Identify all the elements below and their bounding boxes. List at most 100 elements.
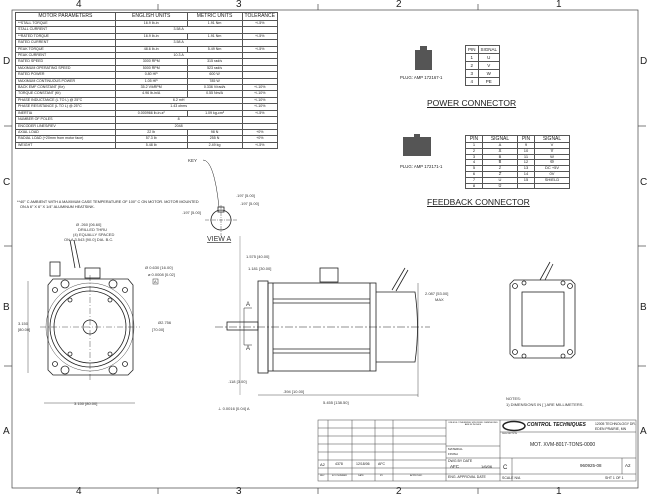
power-connector-title: POWER CONNECTOR xyxy=(427,98,517,108)
tolerance-value: +/-10% xyxy=(241,96,279,105)
param-name: STALL CURRENT xyxy=(15,26,116,34)
zone-row-c-left: C xyxy=(3,177,11,188)
zone-row-d-right: D xyxy=(640,56,648,67)
tolerance-value: +0% xyxy=(241,135,279,143)
description-header: DESCRIPTION xyxy=(502,433,517,435)
param-name: MAXIMUM CONTINUOUS POWER xyxy=(15,77,116,86)
dim-2087: 2.087 [53.00] xyxy=(425,291,448,296)
param-name: RADIAL LOAD (+20mm from motor face) xyxy=(15,135,116,143)
header-tolerance: TOLERANCE xyxy=(241,12,279,21)
zone-row-a-left: A xyxy=(3,426,10,437)
table-row: RADIAL LOAD (+20mm from motor face)57.3 … xyxy=(15,135,279,143)
zone-col-1-top: 1 xyxy=(556,0,562,10)
side-view xyxy=(215,236,430,397)
zone-row-b-right: B xyxy=(640,302,647,313)
pin-cell xyxy=(517,182,535,190)
size-value: C xyxy=(503,465,508,471)
rear-view xyxy=(509,261,576,359)
signal-cell: V̅ xyxy=(534,147,570,155)
english-value: 5.48 lb xyxy=(114,141,188,150)
company-address-2: EDEN PRAIRIE, MN xyxy=(595,426,627,431)
signal-cell: U xyxy=(477,53,501,62)
zone-col-2-top: 2 xyxy=(396,0,402,10)
revision: A2 xyxy=(625,463,631,468)
section-a-bottom: A xyxy=(246,346,250,352)
tolerance-value: +0% xyxy=(241,128,279,137)
view-a-label: VIEW A xyxy=(207,236,231,243)
dim-394: .394 [10.00] xyxy=(283,389,304,394)
pin-header: PIN xyxy=(465,45,479,54)
signal-cell: V xyxy=(477,61,501,70)
zone-col-3-bottom: 3 xyxy=(236,486,242,497)
zone-row-a-right: A xyxy=(640,426,647,437)
zone-row-b-left: B xyxy=(3,302,10,313)
pin-cell: 4 xyxy=(465,77,479,86)
dim-118: .118 [3.00] xyxy=(228,379,247,384)
tolerance-value: +/-10% xyxy=(241,90,279,98)
by-value: AFC xyxy=(378,462,385,466)
signal-cell xyxy=(534,182,570,190)
pin-cell: 1 xyxy=(465,53,479,62)
by-header: BY xyxy=(380,475,383,477)
holes-note-3: (4) EQUALLY SPACED xyxy=(73,232,114,237)
tolerance-value xyxy=(241,51,279,60)
date-header: DATE xyxy=(358,475,364,477)
holes-note-4: ON A 3.543 [90.0] DIA. B.C. xyxy=(64,237,113,242)
feedback-plug-icon xyxy=(403,134,431,156)
param-name: AXIAL LOAD xyxy=(15,128,116,137)
param-name: **RATED TORQUE xyxy=(15,32,116,41)
drawn-label: DWG BY DATE xyxy=(448,459,473,463)
header-param: MOTOR PARAMETERS xyxy=(15,12,116,21)
dim-1575: 1.575 [40.00] xyxy=(246,254,269,259)
metric-value: 2.49 kg xyxy=(186,141,243,150)
pin-cell: 2 xyxy=(465,61,479,70)
drawn-date: 1/6/06 xyxy=(481,464,493,469)
zone-col-3-top: 3 xyxy=(236,0,242,10)
tolerance-value: +/-10% xyxy=(241,84,279,92)
header-metric: METRIC UNITS xyxy=(186,12,243,21)
signal-cell: SHIELD xyxy=(534,176,570,184)
note-1: 1) DIMENSIONS IN [ ] ARE MILLIMETERS. xyxy=(506,402,584,407)
signal-cell: PE xyxy=(477,77,501,86)
signal-cell: V xyxy=(534,142,570,149)
signal-header: SIGNAL xyxy=(482,135,518,143)
dim-1181: 1.181 [30.00] xyxy=(248,266,271,271)
section-a-top: A xyxy=(246,302,250,308)
param-name: MAXIMUM OPERATING SPEED xyxy=(15,64,116,73)
sheet-border xyxy=(11,9,639,489)
table-note-1: **40° C AMBIENT WITH A MAXIMUM CASE TEMP… xyxy=(17,200,199,204)
rev-header: REV xyxy=(320,475,325,477)
dim-height: 3.150 xyxy=(18,321,29,326)
feedback-plug-label: PLUG: AMP 172171-1 xyxy=(400,164,443,169)
finish-label: FINISH xyxy=(448,452,458,456)
eco-header: ECO NUMBER xyxy=(332,475,347,477)
holes-note-2: DRILLED THRU xyxy=(78,227,107,232)
dim-runout: ⌀ 0.0008 [0.02] xyxy=(148,272,175,277)
datum-a: A xyxy=(154,279,157,284)
signal-cell: U̅ xyxy=(482,182,518,190)
tolerance-value: +/-10% xyxy=(241,103,279,111)
tolerance-value xyxy=(241,122,279,130)
pin-header: PIN xyxy=(465,135,483,143)
scale: SCALE N/A xyxy=(502,476,521,480)
dim-key-depth: .197 [5.00] xyxy=(182,210,201,215)
tolerance-value: +/-5% xyxy=(241,141,279,150)
